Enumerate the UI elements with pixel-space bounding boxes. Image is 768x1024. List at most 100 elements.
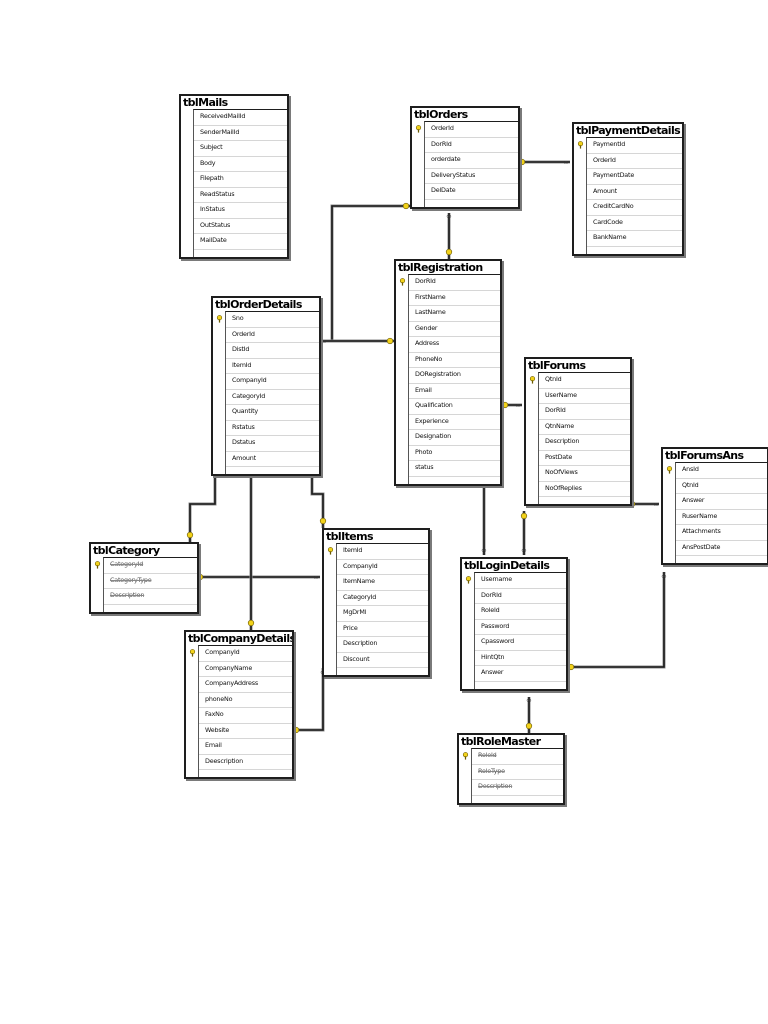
column-row[interactable]: Rstatus bbox=[226, 421, 319, 436]
column-row[interactable]: CategoryType bbox=[104, 574, 197, 589]
column-row[interactable]: DorRId bbox=[539, 404, 630, 420]
column-row[interactable]: PaymentId bbox=[577, 138, 682, 154]
column-row[interactable]: CategoryId bbox=[94, 558, 197, 574]
column-row[interactable]: Description bbox=[337, 637, 428, 653]
column-row[interactable]: Amount bbox=[226, 452, 319, 467]
column-row[interactable]: Cpassword bbox=[475, 635, 566, 651]
column-row[interactable]: DelDate bbox=[425, 184, 518, 200]
column-row[interactable]: RuserName bbox=[676, 510, 767, 525]
column-row[interactable]: ItemName bbox=[337, 575, 428, 591]
column-row[interactable]: ReceivedMailId bbox=[194, 110, 287, 126]
column-row[interactable]: OrderId bbox=[226, 328, 319, 343]
column-row[interactable]: DorRId bbox=[399, 275, 500, 291]
column-row[interactable]: AnsPostDate bbox=[676, 541, 767, 556]
column-row[interactable]: Sno bbox=[216, 312, 319, 328]
column-row[interactable]: PaymentDate bbox=[587, 169, 682, 185]
column-row[interactable]: ReadStatus bbox=[194, 188, 287, 203]
column-row[interactable]: DorRId bbox=[425, 138, 518, 153]
column-row[interactable]: Photo bbox=[409, 446, 500, 461]
column-row[interactable]: QtnId bbox=[676, 479, 767, 494]
column-row[interactable]: OrderId bbox=[587, 154, 682, 169]
column-row[interactable]: Discount bbox=[337, 653, 428, 668]
column-row[interactable]: status bbox=[409, 461, 500, 477]
column-row[interactable]: Quantity bbox=[226, 405, 319, 421]
column-row[interactable]: DORegistration bbox=[409, 368, 500, 384]
column-row[interactable]: Password bbox=[475, 620, 566, 635]
column-row[interactable]: Email bbox=[409, 384, 500, 399]
column-row[interactable]: ItemId bbox=[327, 544, 428, 560]
column-row[interactable]: InStatus bbox=[194, 203, 287, 219]
column-row[interactable]: CompanyId bbox=[337, 560, 428, 575]
column-row[interactable]: Price bbox=[337, 622, 428, 637]
column-row[interactable]: CompanyAddress bbox=[199, 677, 292, 693]
column-row[interactable]: Dstatus bbox=[226, 436, 319, 452]
column-row[interactable]: Answer bbox=[475, 666, 566, 682]
column-row[interactable]: Experience bbox=[409, 415, 500, 430]
column-row[interactable]: Filepath bbox=[194, 172, 287, 188]
column-row[interactable]: ItemId bbox=[226, 359, 319, 374]
column-row[interactable]: RoleId bbox=[475, 604, 566, 620]
column-row[interactable]: BankName bbox=[587, 231, 682, 247]
column-row[interactable]: NoOfReplies bbox=[539, 482, 630, 497]
column-row[interactable]: Attachments bbox=[676, 525, 767, 541]
column-row[interactable]: CategoryId bbox=[226, 390, 319, 405]
column-row[interactable]: CardCode bbox=[587, 216, 682, 231]
column-row[interactable]: DeliveryStatus bbox=[425, 169, 518, 184]
column-row[interactable]: QtnId bbox=[529, 373, 630, 389]
column-row[interactable]: RoleType bbox=[472, 765, 563, 780]
column-row[interactable]: RoleId bbox=[462, 749, 563, 765]
column-row[interactable]: CategoryId bbox=[337, 591, 428, 606]
column-row[interactable]: Username bbox=[465, 573, 566, 589]
column-name: QtnId bbox=[682, 480, 699, 489]
column-row[interactable]: NoOfViews bbox=[539, 466, 630, 482]
column-row[interactable]: FirstName bbox=[409, 291, 500, 306]
column-row[interactable]: orderdate bbox=[425, 153, 518, 169]
column-row[interactable]: Description bbox=[539, 435, 630, 451]
column-row[interactable]: phoneNo bbox=[199, 693, 292, 708]
column-row[interactable]: CompanyName bbox=[199, 662, 292, 677]
column-row[interactable]: Body bbox=[194, 157, 287, 172]
column-row[interactable]: CompanyId bbox=[189, 646, 292, 662]
column-row[interactable]: Description bbox=[104, 589, 197, 605]
column-row[interactable]: Website bbox=[199, 724, 292, 739]
column-row[interactable]: FaxNo bbox=[199, 708, 292, 724]
column-row[interactable]: Subject bbox=[194, 141, 287, 157]
column-row[interactable]: Amount bbox=[587, 185, 682, 200]
column-row[interactable]: LastName bbox=[409, 306, 500, 322]
column-row[interactable]: PostDate bbox=[539, 451, 630, 466]
column-row[interactable]: SenderMailId bbox=[194, 126, 287, 141]
column-row[interactable]: AnsId bbox=[666, 463, 767, 479]
column-row[interactable]: DistId bbox=[226, 343, 319, 359]
column-row[interactable]: QtnName bbox=[539, 420, 630, 435]
column-row[interactable]: CompanyId bbox=[226, 374, 319, 390]
column-row[interactable]: MgDrMl bbox=[337, 606, 428, 622]
column-row[interactable]: Description bbox=[472, 780, 563, 796]
column-row[interactable]: Deescription bbox=[199, 755, 292, 770]
column-row[interactable]: UserName bbox=[539, 389, 630, 404]
column-row[interactable]: HintQtn bbox=[475, 651, 566, 666]
column-row[interactable]: OutStatus bbox=[194, 219, 287, 234]
column-row[interactable]: OrderId bbox=[415, 122, 518, 138]
column-row[interactable]: Address bbox=[409, 337, 500, 353]
column-row[interactable]: Answer bbox=[676, 494, 767, 510]
column-row[interactable]: Gender bbox=[409, 322, 500, 337]
column-row[interactable]: DorRId bbox=[475, 589, 566, 604]
column-row[interactable]: Qualification bbox=[409, 399, 500, 415]
column-row[interactable]: Designation bbox=[409, 430, 500, 446]
column-row[interactable]: MailDate bbox=[194, 234, 287, 250]
column-row[interactable]: PhoneNo bbox=[409, 353, 500, 368]
column-row[interactable]: Email bbox=[199, 739, 292, 755]
column-row[interactable]: CreditCardNo bbox=[587, 200, 682, 216]
